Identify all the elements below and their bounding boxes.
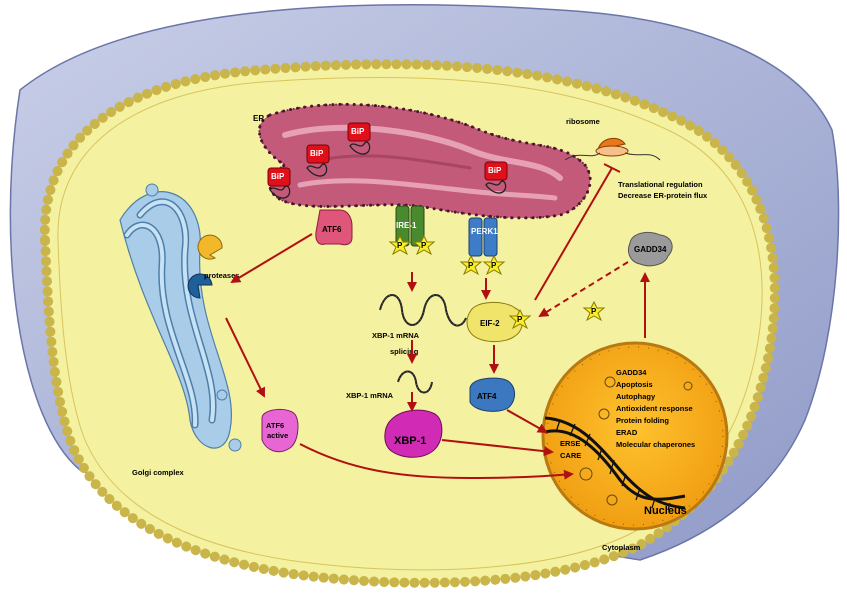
proteases-label: proteases [204,271,239,280]
xbp1-mrna-spliced [397,370,433,394]
bip-label-2: BiP [310,149,324,158]
p-label-4: P [491,261,497,270]
bip-label-1: BiP [351,127,365,136]
ribosome [564,137,661,161]
phosphate-group-ire1-right: P [412,234,436,256]
bip-label-4: BiP [488,166,502,175]
ire1-sensor: IRE-1 [395,205,425,247]
perk1-sensor: PERK1 [468,217,498,257]
translational-regulation-label: Translational regulation [618,180,703,189]
phosphate-group-ire1-left: P [388,234,412,256]
nucleus-label: Nucleus [644,505,687,517]
bip-chaperone-3: BiP [267,167,291,199]
gene-protein-folding: Protein folding [616,416,669,425]
p-label-1: P [397,241,403,250]
atf6-sensor: ATF6 [315,209,353,246]
golgi-label: Golgi complex [132,468,185,477]
xbp1-protein: XBP-1 [384,409,443,458]
erse-label: ERSE [560,439,580,448]
gene-autophagy: Autophagy [616,392,656,401]
er-label: ER [253,114,264,123]
protease-enzymes [187,234,223,299]
bip-label-3: BiP [271,172,285,181]
inhibition-eif2-to-ribosome [534,167,613,301]
arrow-xbp1-to-nucleus [441,439,554,457]
bip-chaperone-2: BiP [306,144,330,177]
atf4-label: ATF4 [477,392,497,401]
bip-chaperone-1: BiP [347,122,371,155]
decrease-flux-label: Decrease ER-protein flux [618,191,708,200]
ire1-label: IRE-1 [396,221,417,230]
arrow-atf6-to-proteases [230,233,313,284]
atf6-active-protein: ATF6 active [261,409,299,453]
gadd34-protein: GADD34 [627,231,673,267]
splicing-label: splicing [390,347,419,356]
phosphate-group-eif2: P [508,308,532,330]
p-label-3: P [468,261,474,270]
phosphate-group-free: P [582,300,606,322]
golgi-complex [119,183,242,452]
bip-chaperone-4: BiP [484,161,508,194]
xbp1-mrna-unspliced [379,294,467,327]
gene-erad: ERAD [616,428,638,437]
arrow-proteases-to-atf6-active [225,317,265,398]
gene-gadd34: GADD34 [616,368,647,377]
xbp1-mrna-label-2: XBP-1 mRNA [346,391,394,400]
gene-molecular-chaperones: Molecular chaperones [616,440,695,449]
nucleus [541,341,729,531]
arrow-atf6-active-to-nucleus [299,443,574,480]
gadd34-cyto-label: GADD34 [634,245,667,254]
gene-apoptosis: Apoptosis [616,380,653,389]
xbp1-label: XBP-1 [394,435,426,447]
p-label-5: P [517,315,523,324]
perk1-label: PERK1 [471,227,498,236]
cytoplasm-label: Cytoplasm [602,543,641,552]
phosphate-group-perk-right: P [482,254,506,276]
arrow-gadd34-dephosphorylation [538,261,629,318]
xbp1-mrna-label-1: XBP-1 mRNA [372,331,420,340]
gene-antioxidant-response: Antioxident response [616,404,693,413]
dna-helix [544,416,686,511]
p-label-2: P [421,241,427,250]
atf6-active-label-2: active [267,431,288,440]
phosphate-group-perk-left: P [459,254,483,276]
atf6-label: ATF6 [322,225,342,234]
eif2-label: EIF-2 [480,319,500,328]
p-label-6: P [591,307,597,316]
atf6-active-label-1: ATF6 [266,421,284,430]
ribosome-label: ribosome [566,117,600,126]
eif2-protein: EIF-2 [466,302,523,342]
atf4-protein: ATF4 [469,377,515,412]
pathway-arrows [225,163,650,480]
care-label: CARE [560,451,581,460]
endoplasmic-reticulum [257,102,592,220]
arrow-atf4-to-nucleus [506,409,548,433]
inhibition-bar-ribosome [603,163,621,173]
